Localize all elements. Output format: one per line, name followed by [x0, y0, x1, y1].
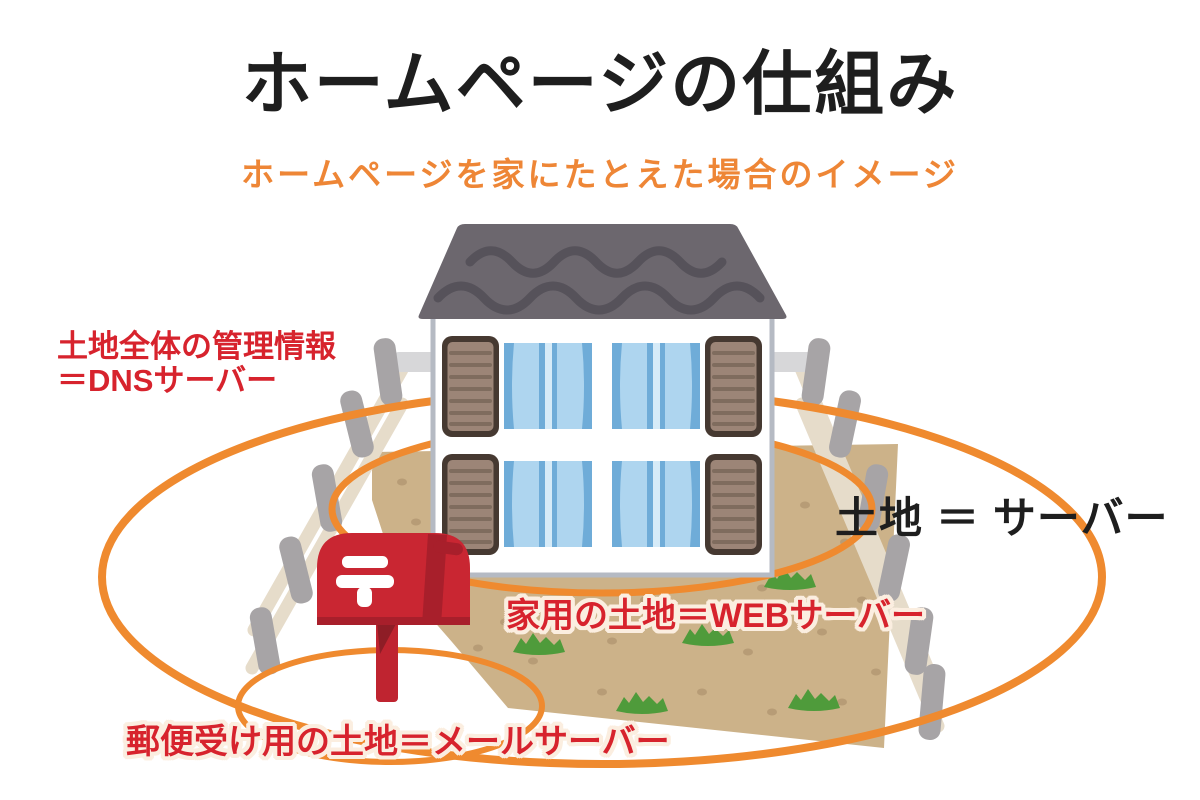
label-server: 土地 ＝ サーバー [835, 495, 1169, 543]
window-glass [504, 461, 592, 547]
window-glass [504, 343, 592, 429]
window-lower-right [612, 452, 764, 557]
mailbox-icon [317, 533, 470, 702]
shutter [703, 452, 764, 557]
window-glass [612, 343, 700, 429]
window-lower-left [440, 452, 592, 557]
label-web-server: 家用の土地＝WEBサーバー [506, 597, 925, 635]
window-glass [612, 461, 700, 547]
page-subtitle: ホームページを家にたとえた場合のイメージ [241, 156, 959, 193]
house [418, 224, 787, 578]
label-mail-server: 郵便受け用の土地＝メールサーバー [126, 723, 670, 761]
window-upper-right [612, 334, 764, 439]
label-dns-server: 土地全体の管理情報 ＝DNSサーバー [57, 329, 336, 399]
page-title: ホームページの仕組み [241, 45, 959, 123]
house-roof [418, 224, 787, 319]
fence-left [245, 338, 438, 675]
window-upper-left [440, 334, 592, 439]
soil-speckles [397, 474, 881, 716]
postal-mark-icon [336, 556, 394, 607]
shutter [703, 334, 764, 439]
label-dns-line1: 土地全体の管理情報 [57, 329, 336, 364]
shutter [440, 334, 501, 439]
label-dns-line2: ＝DNSサーバー [57, 363, 278, 399]
